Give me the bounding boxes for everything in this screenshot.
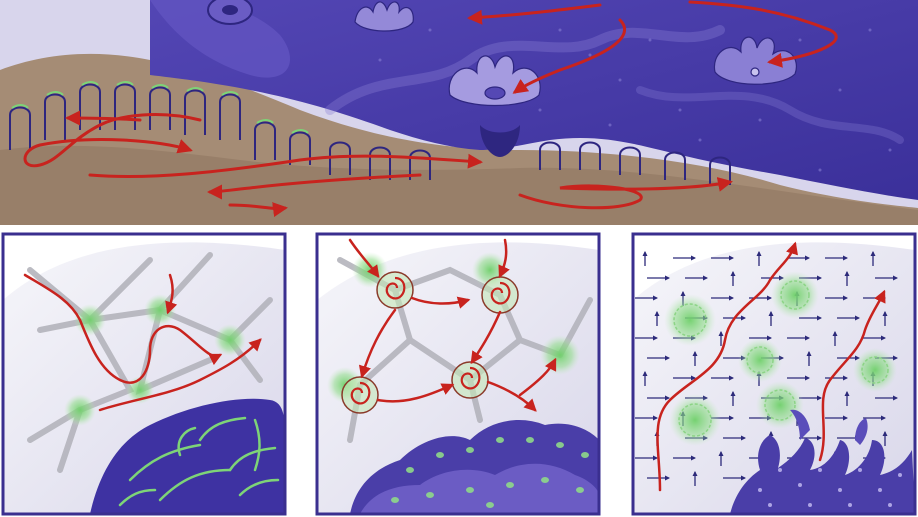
- flow-arrow-sediment-back: [207, 173, 422, 200]
- panel-2-coral-reef-front: [360, 463, 599, 514]
- panel-1-frame: [1, 232, 287, 516]
- panel-3-red-flow: [656, 241, 886, 492]
- polyp-top-mid: [354, 1, 414, 32]
- polyp-glow: [664, 294, 716, 346]
- polyp-glow: [64, 394, 96, 426]
- corallite-rims: [11, 81, 309, 134]
- polyp-right: [713, 36, 797, 85]
- polyp-glow: [738, 338, 782, 382]
- polyp-glow: [853, 348, 897, 392]
- flow-arrow-sediment-right: [88, 153, 483, 179]
- polyp-top-left: [207, 0, 253, 25]
- polyp-glow: [214, 324, 246, 356]
- panel-1-polyp-network: [1, 232, 287, 516]
- tissue-light-channel: [325, 25, 725, 115]
- panel-3-polyp-outlines: [673, 280, 889, 437]
- polyp-bottom-cup: [480, 125, 520, 157]
- flow-arrow-loop-left: [23, 113, 202, 168]
- panel-2-spiral-polyps: [341, 271, 519, 414]
- tissue-fold-ridge: [150, 0, 290, 78]
- panel-3-frame: [631, 232, 917, 516]
- polyp-glow: [669, 394, 721, 446]
- spiral-polyp: [481, 276, 519, 314]
- panel-2-coral-polyp-dots: [391, 437, 589, 508]
- panel-3-branching-coral: [730, 409, 915, 514]
- panel-3-coral-dots: [758, 468, 902, 507]
- top-panel-colony-cross-section: [0, 0, 918, 225]
- panel-2-spiral-polyps: [315, 232, 601, 516]
- spiral-polyp: [341, 376, 379, 414]
- flow-arrow-right-loop: [518, 176, 733, 210]
- corallite-cups: [9, 83, 731, 185]
- tissue-light-channel-2: [636, 86, 904, 144]
- flow-arrow-tissue-1: [467, 3, 602, 25]
- panel-3-branching-flow: [631, 232, 917, 516]
- polyp-glow: [756, 381, 804, 429]
- polyp-glow: [540, 335, 580, 375]
- spiral-polyp: [451, 361, 489, 399]
- flow-arrow-under-tissue: [228, 202, 288, 218]
- panel-2-frame: [315, 232, 601, 516]
- panel-3-polyp-glows: [664, 271, 897, 446]
- panel-1-coral-head: [90, 398, 285, 514]
- spiral-polyp: [376, 271, 414, 309]
- panel-1-coral-green-veins: [118, 416, 280, 507]
- top-flow-arrows: [23, 0, 838, 218]
- flow-arrow-tissue-3: [512, 18, 626, 94]
- flow-arrow-tissue-2: [688, 0, 838, 68]
- flow-arrow-left-return: [65, 110, 142, 126]
- panel-1-red-flow: [23, 273, 262, 412]
- panel-2-red-flow: [348, 238, 557, 412]
- polyp-glow: [771, 271, 819, 319]
